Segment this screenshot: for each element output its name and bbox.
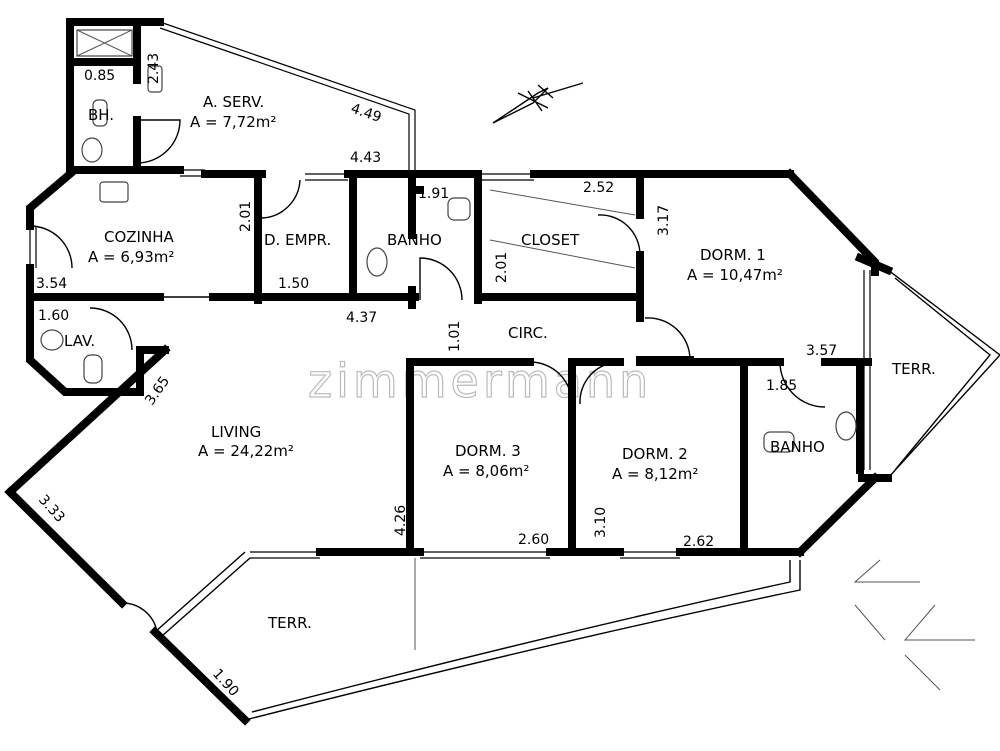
dim-label: 1.91 <box>418 186 449 202</box>
compass-arrow-icon <box>492 82 584 124</box>
room-terr-right-label: TERR. <box>891 360 936 378</box>
room-dorm3-label: DORM. 3 <box>455 442 521 460</box>
dim-label: 1.01 <box>447 321 463 352</box>
room-bh-label: BH. <box>88 106 114 124</box>
walls <box>4 18 894 726</box>
room-a-serv-label: A. SERV. <box>203 93 264 111</box>
dim-label: 2.62 <box>683 534 714 550</box>
room-dorm1-area: A = 10,47m² <box>687 266 783 284</box>
room-terr-bottom-label: TERR. <box>267 614 312 632</box>
dim-label: 1.60 <box>38 308 69 324</box>
room-dorm2-label: DORM. 2 <box>622 445 688 463</box>
chevron-logo-icon <box>853 559 975 691</box>
dim-label: 3.57 <box>806 343 837 359</box>
dim-label: 1.85 <box>766 378 797 394</box>
room-banho-servico-label: BANHO <box>387 231 442 249</box>
dim-label: 3.65 <box>142 374 173 409</box>
dim-label: 4.37 <box>346 310 377 326</box>
dim-label: 4.26 <box>393 505 409 536</box>
room-d-empr-label: D. EMPR. <box>264 231 331 249</box>
dim-label: 2.60 <box>518 532 549 548</box>
room-living-area: A = 24,22m² <box>198 442 294 460</box>
dim-label: 4.49 <box>349 101 384 126</box>
room-dorm2-area: A = 8,12m² <box>612 465 698 483</box>
dim-label: 0.85 <box>84 68 115 84</box>
room-living-label: LIVING <box>211 423 261 441</box>
dim-label: 3.10 <box>593 507 609 538</box>
room-closet-label: CLOSET <box>521 231 580 249</box>
dim-label: 2.52 <box>583 180 614 196</box>
room-a-serv-area: A = 7,72m² <box>190 113 276 131</box>
room-dorm3-area: A = 8,06m² <box>443 462 529 480</box>
room-cozinha-area: A = 6,93m² <box>88 248 174 266</box>
dim-label: 3.17 <box>656 205 672 236</box>
room-cozinha-label: COZINHA <box>104 228 174 246</box>
dim-label: 1.50 <box>278 276 309 292</box>
fixtures <box>40 29 857 453</box>
doors <box>29 119 826 633</box>
room-labels: A. SERV. A = 7,72m² BH. COZINHA A = 6,93… <box>64 93 936 632</box>
dim-label: 2.01 <box>494 252 510 283</box>
dim-label: 3.54 <box>36 276 67 292</box>
dim-label: 2.01 <box>238 201 254 232</box>
room-banho-suite-label: BANHO <box>770 438 825 456</box>
room-lav-label: LAV. <box>64 332 95 350</box>
dim-label: 4.43 <box>350 150 381 166</box>
dim-label: 2.43 <box>146 53 162 84</box>
room-dorm1-label: DORM. 1 <box>700 246 766 264</box>
room-circ-label: CIRC. <box>508 324 548 342</box>
windows <box>29 21 1000 721</box>
